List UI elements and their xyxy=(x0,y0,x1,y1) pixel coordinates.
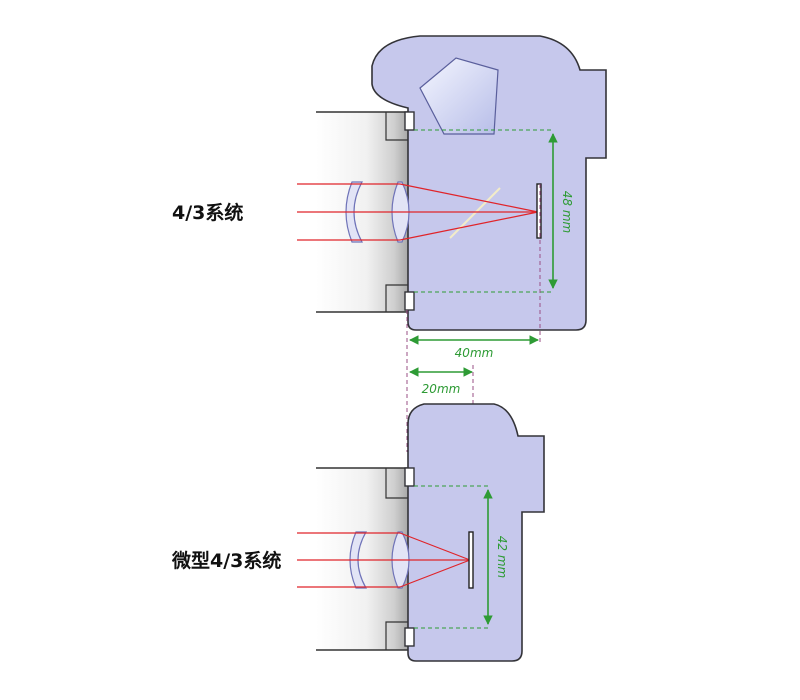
reflex-mirror xyxy=(449,187,501,239)
system-label: 微型4/3系统 xyxy=(171,549,281,572)
flange-distance-label: 20mm xyxy=(422,382,461,396)
lens-mount-top xyxy=(404,111,415,131)
camera-body xyxy=(371,35,607,331)
image-sensor xyxy=(536,183,542,239)
four-thirds-system: 48 mm 40mm 4/3系统 xyxy=(172,35,607,452)
lens-mount-bottom xyxy=(404,627,415,647)
micro-four-thirds-system: 20mm 42 mm 微 xyxy=(171,365,545,662)
sensor-height-label: 48 mm xyxy=(560,191,574,233)
light-rays xyxy=(297,183,539,241)
flange-distance-label: 40mm xyxy=(455,346,494,360)
light-rays xyxy=(297,532,471,588)
lens-mount-top xyxy=(404,467,415,487)
lens-mount-bottom xyxy=(404,291,415,311)
pentaprism xyxy=(419,57,499,135)
image-sensor xyxy=(468,531,474,589)
system-label: 4/3系统 xyxy=(172,201,243,224)
camera-body xyxy=(407,403,545,662)
sensor-height-label: 42 mm xyxy=(495,536,509,578)
